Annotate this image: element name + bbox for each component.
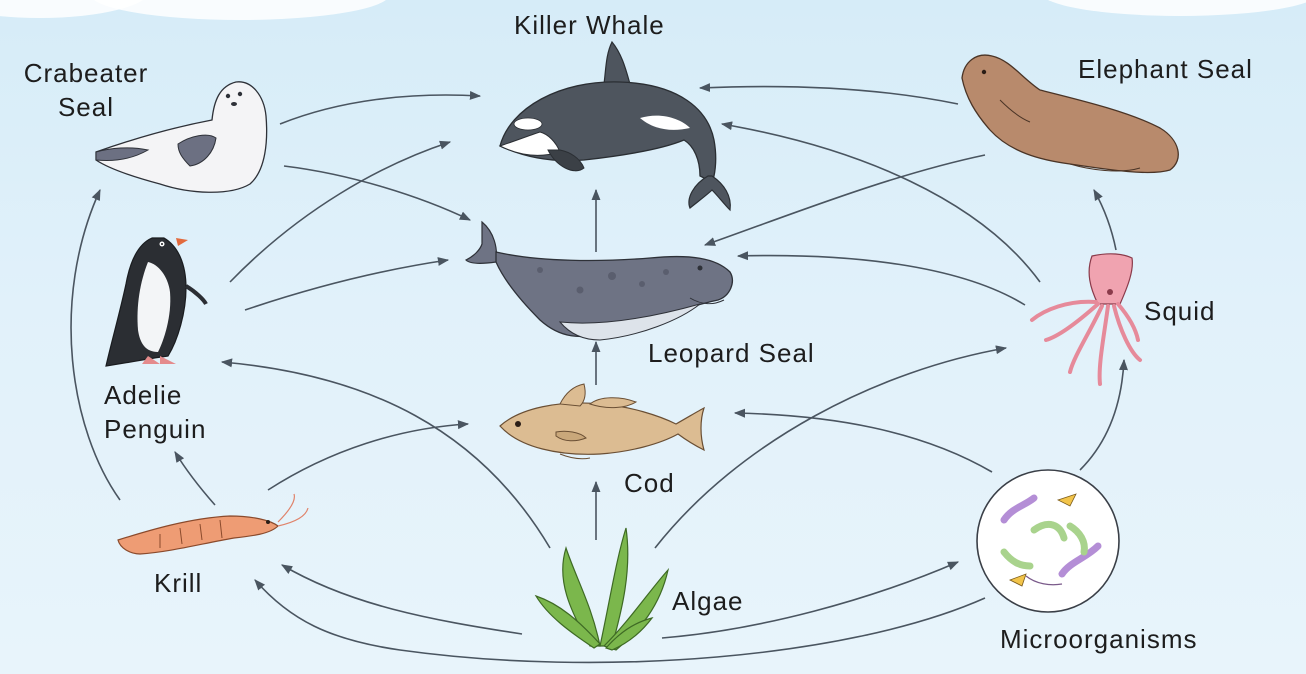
label-krill: Krill	[154, 566, 202, 600]
label-killer-whale: Killer Whale	[514, 8, 665, 42]
label-cod: Cod	[624, 466, 675, 500]
arrow-algae-to-krill	[282, 565, 522, 634]
label-adelie-penguin-line2: Penguin	[104, 412, 206, 446]
label-adelie-penguin-line1: Adelie	[104, 378, 206, 412]
label-squid: Squid	[1144, 294, 1216, 328]
label-microorganisms: Microorganisms	[1000, 622, 1198, 656]
microorganisms-illustration	[977, 470, 1119, 612]
label-adelie-penguin: Adelie Penguin	[104, 378, 206, 446]
killer-whale-illustration	[500, 42, 730, 210]
arrow-squid-to-killerwhale	[722, 124, 1040, 282]
arrow-algae-to-squid	[655, 348, 1006, 548]
arrow-penguin-to-leopardseal	[245, 260, 448, 310]
arrow-crabeater-to-killerwhale	[280, 95, 480, 124]
label-leopard-seal: Leopard Seal	[648, 336, 815, 370]
algae-illustration	[536, 528, 668, 650]
label-crabeater-seal-line2: Seal	[8, 90, 164, 124]
cod-illustration	[500, 384, 704, 459]
arrow-krill-to-penguin	[175, 452, 215, 505]
arrow-krill-to-cod	[268, 424, 468, 490]
arrow-algae-to-penguin	[222, 362, 550, 548]
arrow-microorganisms-to-cod	[735, 413, 992, 472]
arrow-elephant-to-killerwhale	[700, 87, 958, 104]
arrow-squid-to-elephant	[1094, 190, 1116, 250]
leopard-seal-illustration	[466, 222, 732, 340]
arrow-squid-to-leopardseal	[738, 256, 1025, 305]
label-crabeater-seal-line1: Crabeater	[8, 56, 164, 90]
label-elephant-seal: Elephant Seal	[1078, 52, 1253, 86]
label-crabeater-seal: Crabeater Seal	[8, 56, 164, 124]
label-algae: Algae	[672, 584, 744, 618]
arrow-elephant-to-leopardseal	[705, 155, 985, 245]
adelie-penguin-illustration	[106, 238, 206, 366]
arrow-microorganisms-to-squid	[1080, 360, 1124, 470]
